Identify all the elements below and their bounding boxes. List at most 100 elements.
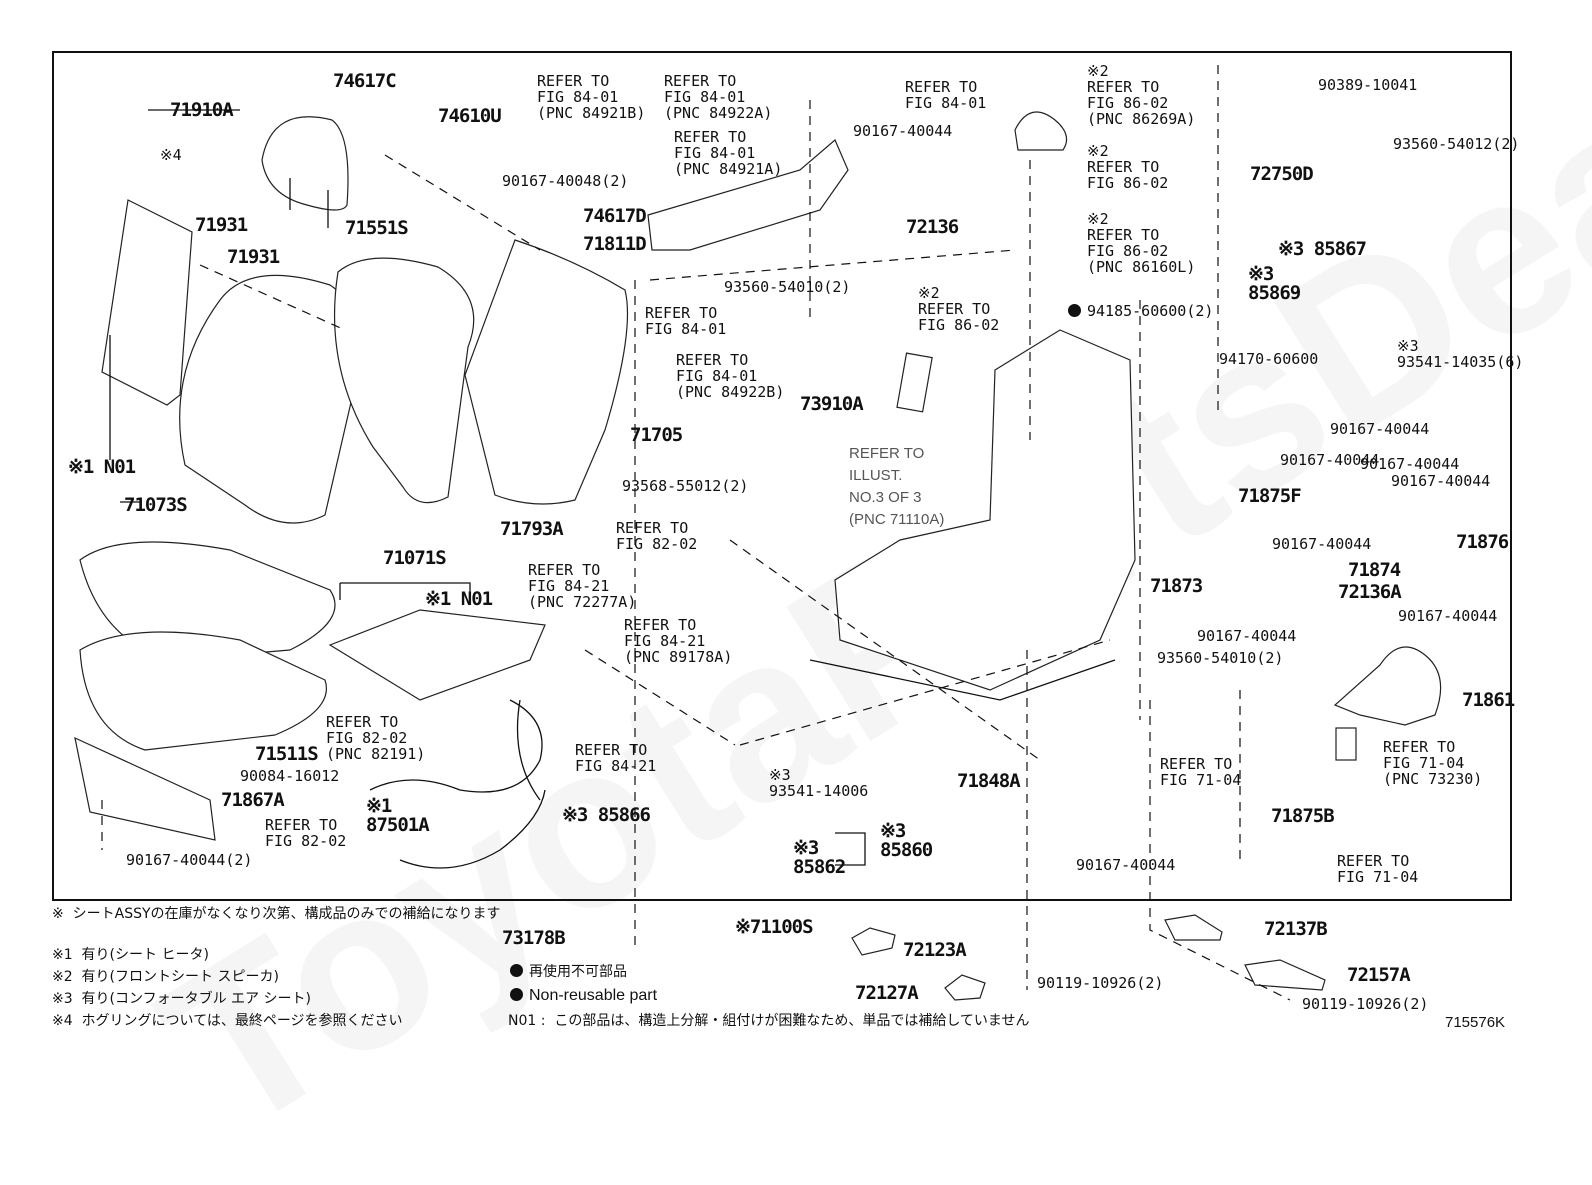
seatback-frame-drawing — [464, 239, 629, 505]
reference-fig-82-02-a[interactable]: REFER TO FIG 82-02 — [616, 519, 698, 553]
shield-72123A-drawing — [851, 927, 896, 956]
reference-fig-84-21-pnc-89178A[interactable]: REFER TO FIG 84-21 (PNC 89178A) — [624, 616, 733, 666]
callout-74617C[interactable]: 74617C — [333, 70, 397, 92]
callout-71931-b[interactable]: 71931 — [227, 246, 280, 268]
reference-fig-84-01-pnc-84921A[interactable]: REFER TO FIG 84-01 (PNC 84921A) — [674, 128, 783, 178]
reference-fig-71-04-pnc-73230[interactable]: REFER TO FIG 71-04 (PNC 73230) — [1383, 738, 1483, 788]
callout-72136[interactable]: 72136 — [906, 216, 959, 238]
callout-72136A[interactable]: 72136A — [1338, 581, 1402, 603]
callout-93560-54010-top[interactable]: 93560-54010(2) — [724, 278, 851, 296]
note-2-front-seat-speaker: ※2 有り(フロントシート スピーカ) — [52, 969, 279, 985]
callout-73178B[interactable]: 73178B — [502, 927, 566, 949]
recliner-cover-drawing — [1333, 646, 1442, 726]
callout-90389-10041[interactable]: 90389-10041 — [1318, 76, 1418, 94]
callout-90084-16012[interactable]: 90084-16012 — [240, 767, 340, 785]
callout-71875F[interactable]: 71875F — [1238, 485, 1302, 507]
callout-90167-40044-bl[interactable]: 90167-40044(2) — [126, 851, 253, 869]
callout-71848A[interactable]: 71848A — [957, 770, 1021, 792]
seat-cushion-cover-drawing — [79, 541, 336, 661]
callout-85867[interactable]: ※3 85867 — [1278, 238, 1367, 260]
callout-71876[interactable]: 71876 — [1456, 531, 1509, 553]
callout-72157A[interactable]: 72157A — [1347, 964, 1411, 986]
callout-71705[interactable]: 71705 — [630, 424, 683, 446]
callout-73910A[interactable]: 73910A — [800, 393, 864, 415]
shield-72137B-drawing — [1164, 914, 1223, 941]
callout-71073S[interactable]: 71073S — [124, 494, 188, 516]
callout-71867A[interactable]: 71867A — [221, 789, 285, 811]
callout-90167-40044-r6[interactable]: 90167-40044 — [1398, 607, 1498, 625]
callout-71071S[interactable]: 71071S — [383, 547, 447, 569]
callout-72750D[interactable]: 72750D — [1250, 163, 1314, 185]
callout-71931-a[interactable]: 71931 — [195, 214, 248, 236]
callout-85869[interactable]: ※3 85869 — [1248, 263, 1301, 304]
reference-fig-84-21[interactable]: REFER TO FIG 84-21 — [575, 741, 657, 775]
callout-90167-40044-r2: 90167-40044 — [1360, 455, 1460, 473]
callout-90119-10926-a[interactable]: 90119-10926(2) — [1037, 974, 1164, 992]
callout-85860[interactable]: ※3 85860 — [880, 820, 933, 861]
note-4-hog-ring: ※4 ホグリングについては、最終ページを参照ください — [52, 1013, 403, 1029]
reference-fig-84-01-mid[interactable]: REFER TO FIG 84-01 — [645, 304, 727, 338]
callout-90167-40044-r1[interactable]: 90167-40044 — [1330, 420, 1430, 438]
reference-fig-82-02-b[interactable]: REFER TO FIG 82-02 — [265, 816, 347, 850]
side-airbag-drawing — [896, 352, 933, 413]
callout-90167-40044-r5[interactable]: 90167-40044 — [1272, 535, 1372, 553]
callout-85866[interactable]: ※3 85866 — [562, 804, 651, 826]
callout-90167-40044-r7[interactable]: 90167-40044 — [1197, 627, 1297, 645]
reference-fig-86-02-pnc-86269A[interactable]: ※2 REFER TO FIG 86-02 (PNC 86269A) — [1087, 62, 1196, 128]
headrest-drawing — [261, 116, 349, 211]
reference-fig-84-01-top[interactable]: REFER TO FIG 84-01 — [905, 78, 987, 112]
reference-fig-86-02-pnc-86160L[interactable]: ※2 REFER TO FIG 86-02 (PNC 86160L) — [1087, 210, 1196, 276]
reference-illust-3-of-3[interactable]: REFER TO ILLUST. NO.3 OF 3 (PNC 71110A) — [849, 445, 945, 528]
callout-90167-40048[interactable]: 90167-40048(2) — [502, 172, 629, 190]
callout-71874[interactable]: 71874 — [1348, 559, 1401, 581]
reference-fig-84-21-pnc-72277A[interactable]: REFER TO FIG 84-21 (PNC 72277A) — [528, 561, 637, 611]
callout-n01-a[interactable]: ※1 N01 — [68, 456, 136, 478]
callout-74610U[interactable]: 74610U — [438, 105, 502, 127]
heater-pad-drawing — [328, 609, 546, 701]
callout-72123A[interactable]: 72123A — [903, 939, 967, 961]
callout-71100S[interactable]: ※71100S — [735, 916, 814, 938]
callout-93541-14006[interactable]: ※3 93541-14006 — [769, 766, 869, 800]
callout-90167-40044-top[interactable]: 90167-40044 — [853, 122, 953, 140]
callout-90119-10926-b[interactable]: 90119-10926(2) — [1302, 995, 1429, 1013]
reference-fig-84-01-pnc-84921B[interactable]: REFER TO FIG 84-01 (PNC 84921B) — [537, 72, 646, 122]
side-shield-drawing — [647, 139, 849, 251]
seatbelt-buckle-drawing — [1335, 727, 1357, 761]
reference-fig-71-04-b[interactable]: REFER TO FIG 71-04 — [1337, 852, 1419, 886]
callout-72127A[interactable]: 72127A — [855, 982, 919, 1004]
callout-71861[interactable]: 71861 — [1462, 689, 1515, 711]
speaker-cover-drawing — [1014, 111, 1068, 151]
callout-71511S[interactable]: 71511S — [255, 743, 319, 765]
callout-90167-40044-r3[interactable]: 90167-40044 — [1280, 451, 1380, 469]
callout-71811D[interactable]: 71811D — [583, 233, 647, 255]
callout-n01-b[interactable]: ※1 N01 — [425, 588, 493, 610]
callout-71910A[interactable]: 71910A — [170, 99, 234, 121]
callout-90167-40044-b2[interactable]: 90167-40044 — [1076, 856, 1176, 874]
non-reusable-icon — [510, 988, 523, 1001]
callout-93541-14035[interactable]: ※3 93541-14035(6) — [1397, 337, 1524, 371]
callout-94185-60600[interactable]: 94185-60600(2) — [1068, 303, 1213, 319]
callout-71793A[interactable]: 71793A — [500, 518, 564, 540]
reference-fig-71-04-a[interactable]: REFER TO FIG 71-04 — [1160, 755, 1242, 789]
callout-85862[interactable]: ※3 85862 — [793, 837, 846, 878]
callout-71551S[interactable]: 71551S — [345, 217, 409, 239]
callout-94170-60600[interactable]: 94170-60600 — [1219, 350, 1319, 368]
legend-non-reusable-en: Non-reusable part — [510, 985, 657, 1007]
callout-72137B[interactable]: 72137B — [1264, 918, 1328, 940]
non-reusable-icon — [1068, 304, 1081, 317]
callout-71873[interactable]: 71873 — [1150, 575, 1203, 597]
reference-fig-86-02-c[interactable]: ※2 REFER TO FIG 86-02 — [918, 284, 1000, 334]
reference-fig-82-02-pnc-82191[interactable]: REFER TO FIG 82-02 (PNC 82191) — [326, 713, 426, 763]
callout-93568-55012[interactable]: 93568-55012(2) — [622, 477, 749, 495]
reference-fig-86-02-b[interactable]: ※2 REFER TO FIG 86-02 — [1087, 142, 1169, 192]
seatback-pad-drawing — [333, 257, 475, 504]
callout-87501A[interactable]: ※1 87501A — [366, 795, 430, 836]
callout-74617D[interactable]: 74617D — [583, 205, 647, 227]
reference-fig-84-01-pnc-84922A[interactable]: REFER TO FIG 84-01 (PNC 84922A) — [664, 72, 773, 122]
callout-90167-40044-r4[interactable]: 90167-40044 — [1391, 472, 1491, 490]
callout-93560-54012[interactable]: 93560-54012(2) — [1393, 135, 1520, 153]
callout-71875B[interactable]: 71875B — [1271, 805, 1335, 827]
legend-non-reusable-jp: 再使用不可部品 — [510, 961, 627, 983]
reference-fig-84-01-pnc-84922B[interactable]: REFER TO FIG 84-01 (PNC 84922B) — [676, 351, 785, 401]
callout-93560-54010-b[interactable]: 93560-54010(2) — [1157, 649, 1284, 667]
